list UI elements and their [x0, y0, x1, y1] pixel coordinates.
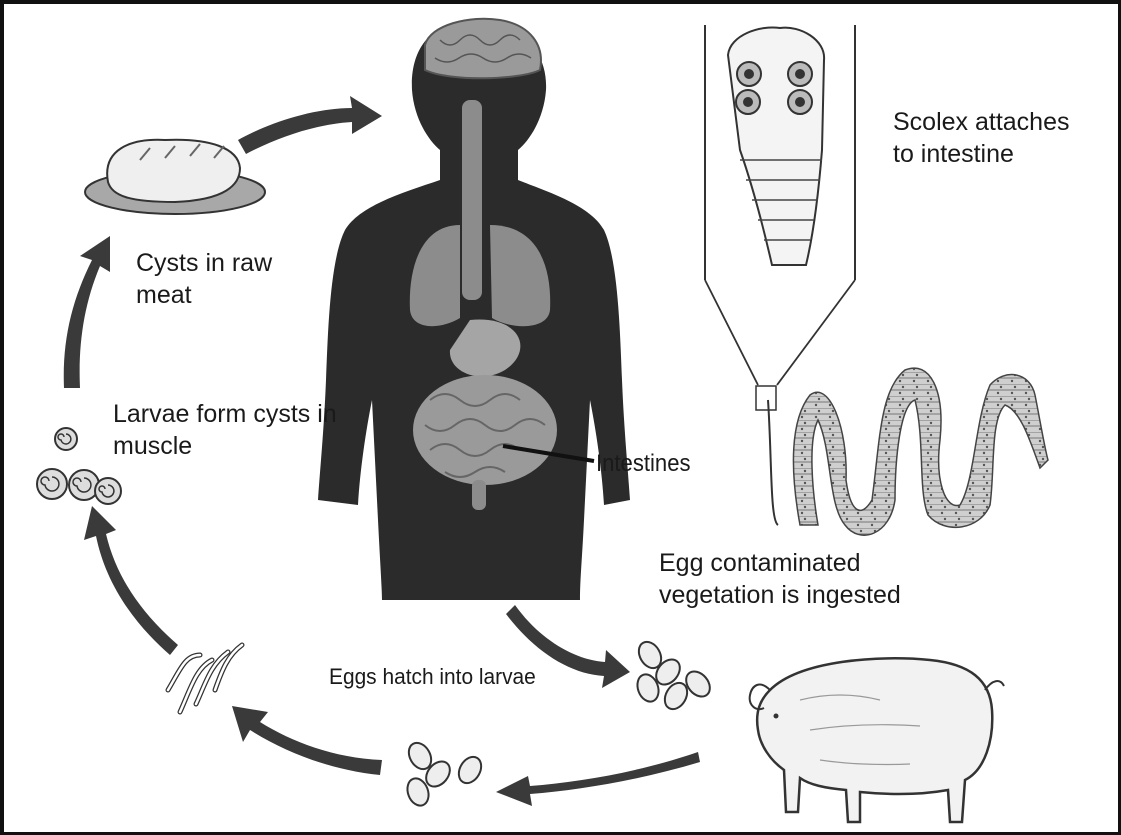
label-egg-vegetation: Egg contaminated vegetation is ingested	[659, 547, 901, 611]
pig-illustration	[750, 658, 1004, 822]
label-larvae-cysts: Larvae form cysts in muscle	[113, 398, 337, 462]
label-cysts-raw-meat: Cysts in raw meat	[136, 247, 272, 311]
tapeworm-illustration	[756, 368, 1048, 535]
eggs-ingested-illustration	[634, 638, 715, 713]
arrow-eggs-to-larvae	[232, 706, 382, 775]
label-eggs-hatch: Eggs hatch into larvae	[329, 663, 536, 691]
arrow-larvae-to-muscle	[84, 506, 178, 655]
muscle-cysts-illustration	[37, 428, 121, 504]
arrow-pig-to-eggs	[496, 752, 700, 806]
arrow-meat-to-human	[238, 96, 382, 154]
eggs-hatching-illustration	[404, 739, 486, 809]
label-intestines: Intestines	[596, 449, 691, 480]
label-scolex: Scolex attaches to intestine	[893, 106, 1070, 170]
raw-meat-illustration	[85, 140, 265, 214]
scolex-illustration	[705, 25, 855, 385]
arrow-muscle-to-meat	[64, 236, 110, 388]
